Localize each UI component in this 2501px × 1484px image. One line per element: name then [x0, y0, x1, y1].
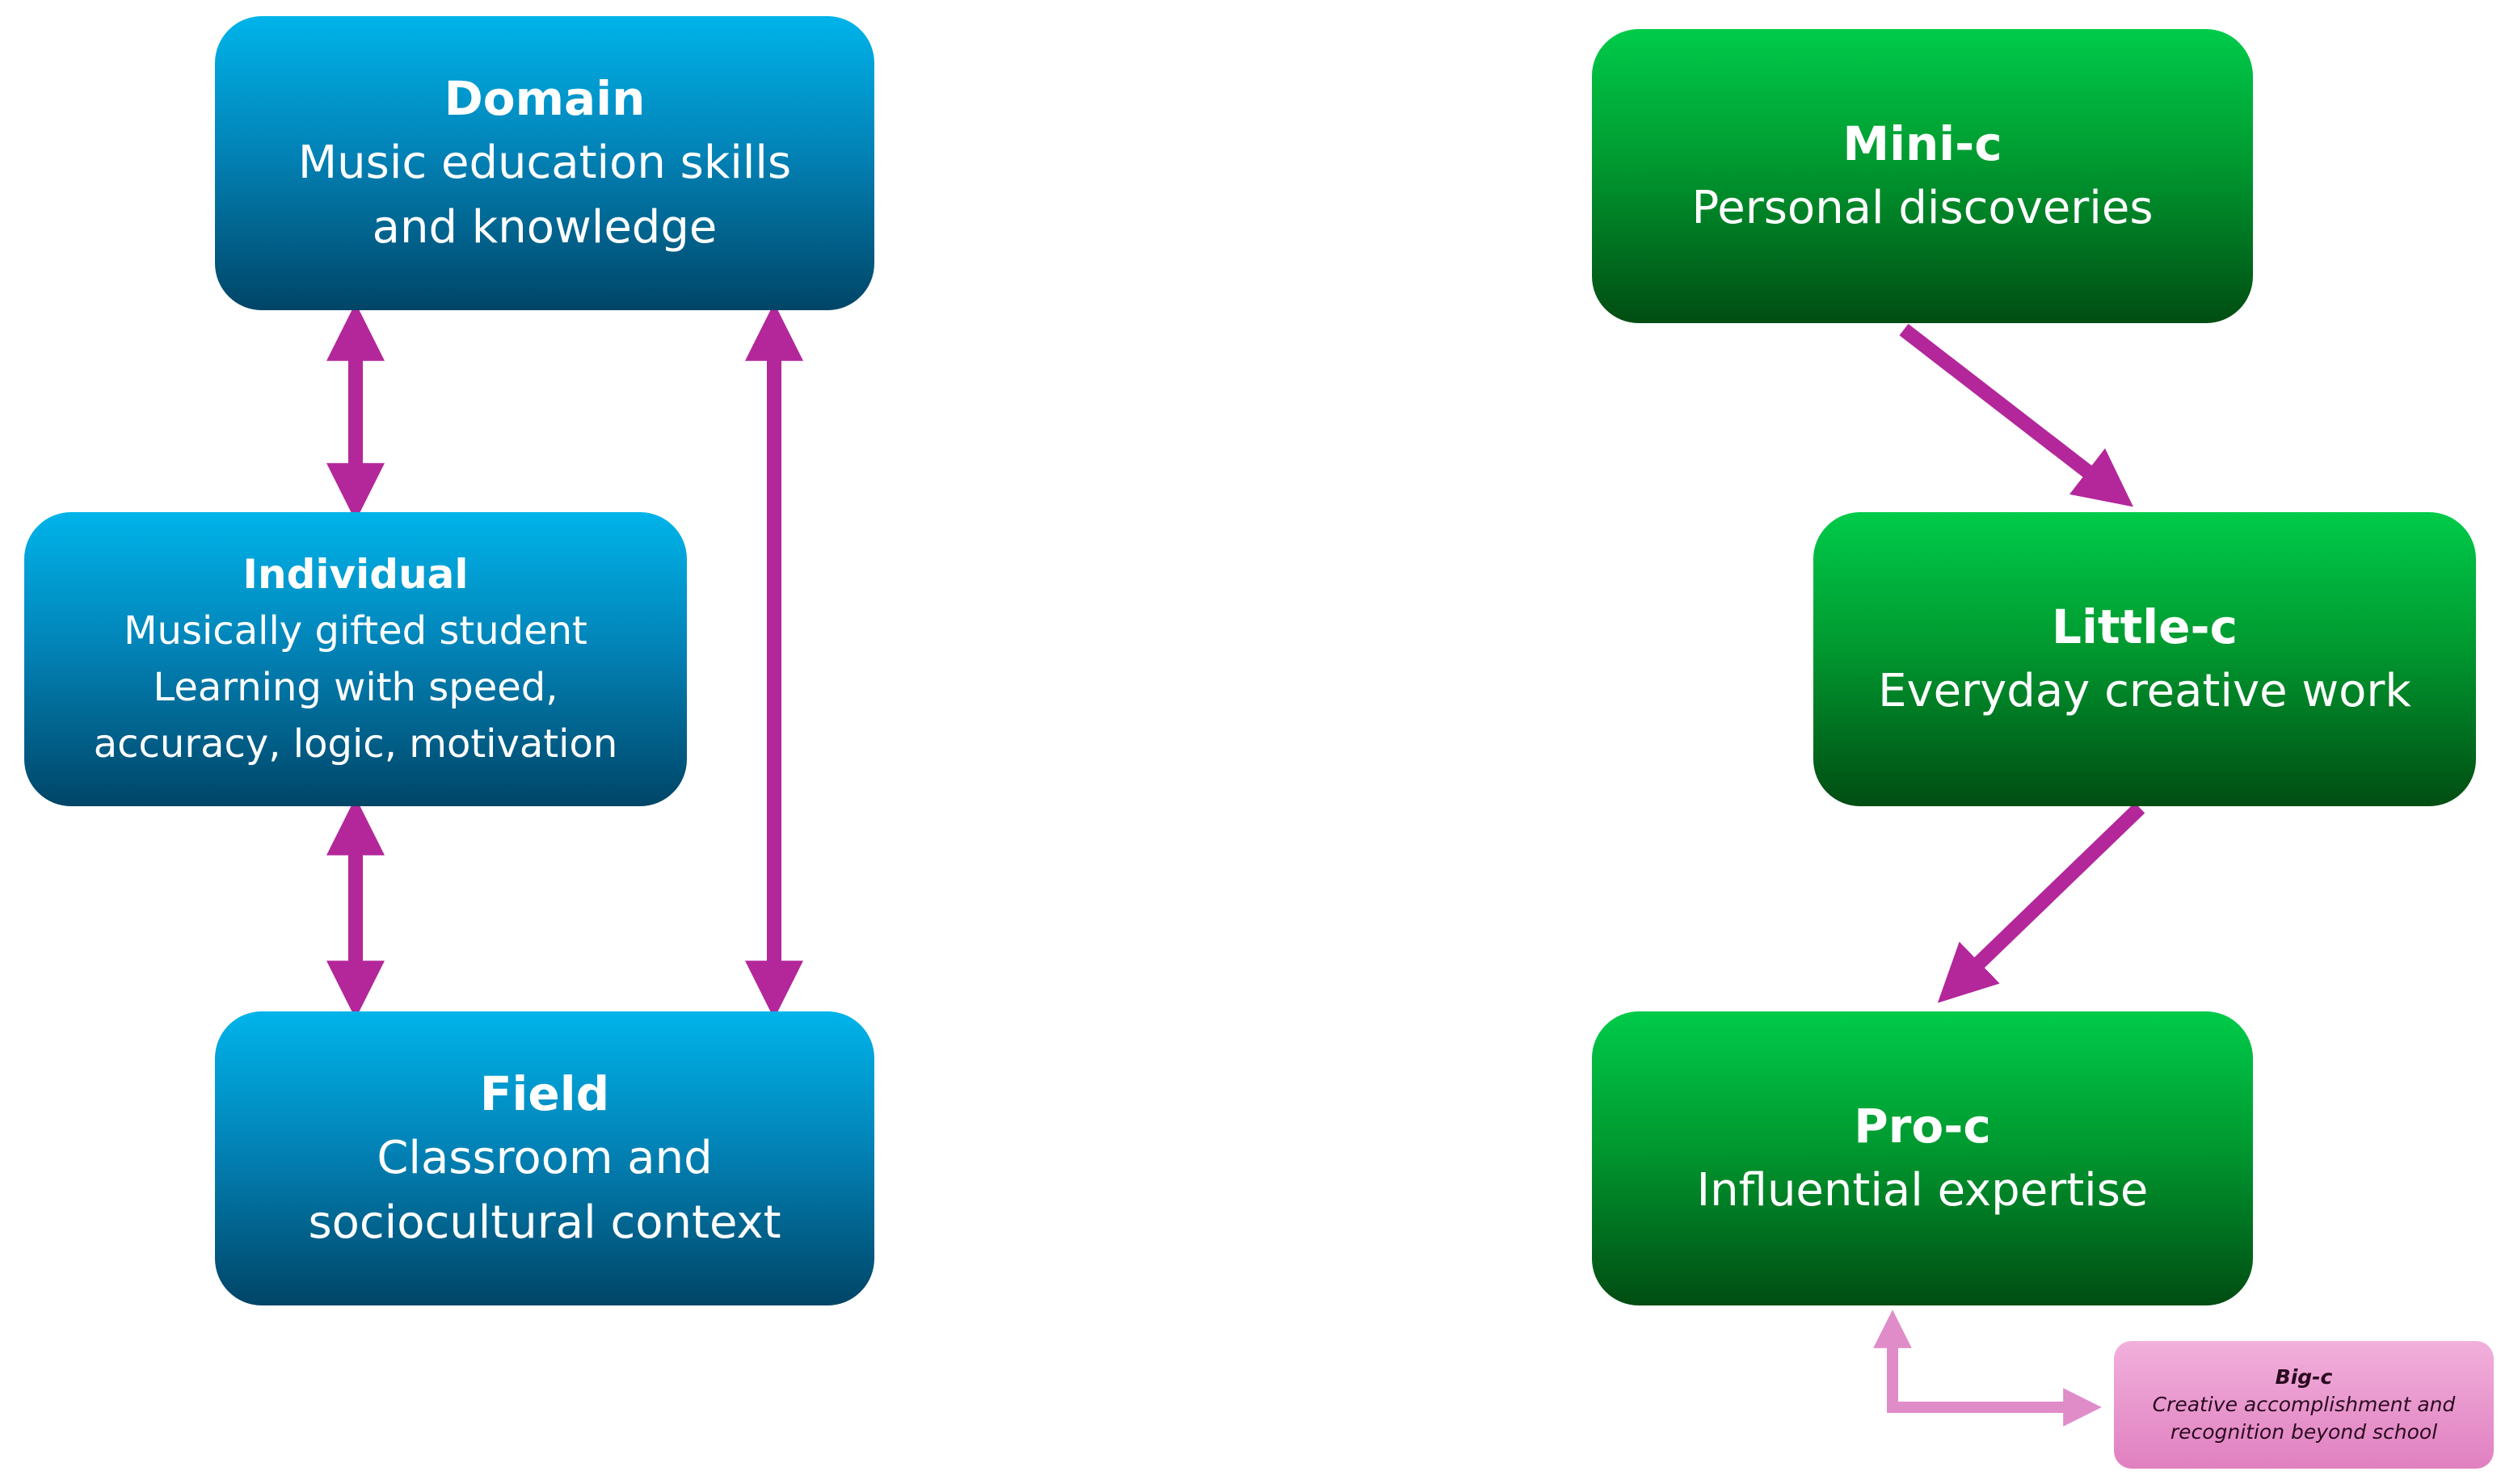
big-c-description-line: recognition beyond school [2170, 1420, 2438, 1444]
individual-description-line: Musically gifted student [124, 608, 587, 654]
pro-c-box: Pro-c Influential expertise [1592, 1011, 2253, 1305]
individual-description-line: Learning with speed, [153, 665, 558, 710]
field-box: Field Classroom and sociocultural contex… [215, 1011, 874, 1305]
individual-box: Individual Musically gifted student Lear… [24, 512, 687, 806]
pro-c-title: Pro-c [1854, 1099, 1991, 1154]
little-to-pro-arrow [1937, 802, 2145, 1003]
domain-description-line: Music education skills [297, 137, 792, 189]
big-c-description-line: Creative accomplishment and [2152, 1393, 2456, 1416]
individual-title: Individual [242, 551, 469, 598]
field-description-line: sociocultural context [308, 1196, 781, 1249]
pro-c-description: Influential expertise [1696, 1164, 2149, 1217]
big-c-title: Big-c [2275, 1365, 2333, 1389]
domain-title: Domain [444, 71, 646, 126]
domain-box: Domain Music education skills and knowle… [215, 16, 874, 310]
little-c-description: Everyday creative work [1878, 665, 2411, 717]
little-c-title: Little-c [2052, 599, 2238, 654]
mini-c-title: Mini-c [1842, 116, 2002, 171]
little-c-box: Little-c Everyday creative work [1813, 512, 2476, 806]
individual-description-line: accuracy, logic, motivation [93, 721, 618, 767]
field-title: Field [479, 1066, 610, 1121]
pro-bigc-arrow [1873, 1310, 2102, 1427]
big-c-box: Big-c Creative accomplishment and recogn… [2114, 1341, 2494, 1469]
domain-description-line: and knowledge [372, 201, 718, 254]
mini-to-little-arrow [1899, 323, 2133, 507]
field-description-line: Classroom and [377, 1132, 713, 1184]
mini-c-description: Personal discoveries [1691, 182, 2154, 234]
mini-c-box: Mini-c Personal discoveries [1592, 29, 2253, 323]
